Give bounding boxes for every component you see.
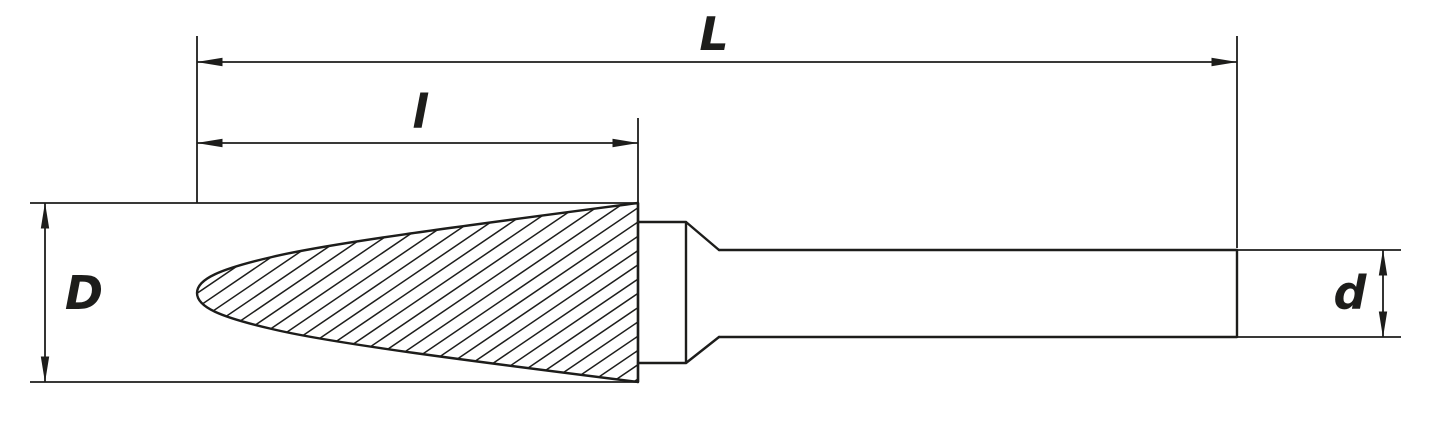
flute-hatching xyxy=(197,186,964,400)
flute-line xyxy=(627,203,638,382)
flute-line xyxy=(522,203,638,382)
label-flute-length: l xyxy=(412,85,429,139)
flute-line xyxy=(197,203,461,382)
flute-line xyxy=(197,203,440,382)
flute-line xyxy=(585,203,638,382)
flute-line xyxy=(197,203,398,382)
flute-line xyxy=(228,203,545,382)
neck-collar xyxy=(636,220,721,365)
flute-line xyxy=(207,203,524,382)
flute-line xyxy=(649,186,964,400)
flute-line xyxy=(197,203,419,382)
flute-line xyxy=(312,203,629,382)
shank-body xyxy=(717,248,1239,339)
label-shank-diameter: d xyxy=(1334,266,1368,320)
label-head-diameter: D xyxy=(65,266,103,320)
flute-line xyxy=(396,203,638,382)
flute-line xyxy=(606,203,638,382)
flute-line xyxy=(333,203,638,382)
flute-line xyxy=(291,203,608,382)
burr-head-outline xyxy=(195,201,640,384)
flute-line xyxy=(459,203,638,382)
flute-line xyxy=(564,203,638,382)
flute-line xyxy=(197,203,377,382)
flute-line xyxy=(543,203,638,382)
flute-line xyxy=(438,203,638,382)
label-overall-length: L xyxy=(699,7,728,61)
flute-line xyxy=(270,203,587,382)
flute-line xyxy=(197,203,482,382)
flute-line xyxy=(354,203,638,382)
flute-line xyxy=(501,203,638,382)
flute-line xyxy=(480,203,638,382)
flute-line xyxy=(197,203,503,382)
